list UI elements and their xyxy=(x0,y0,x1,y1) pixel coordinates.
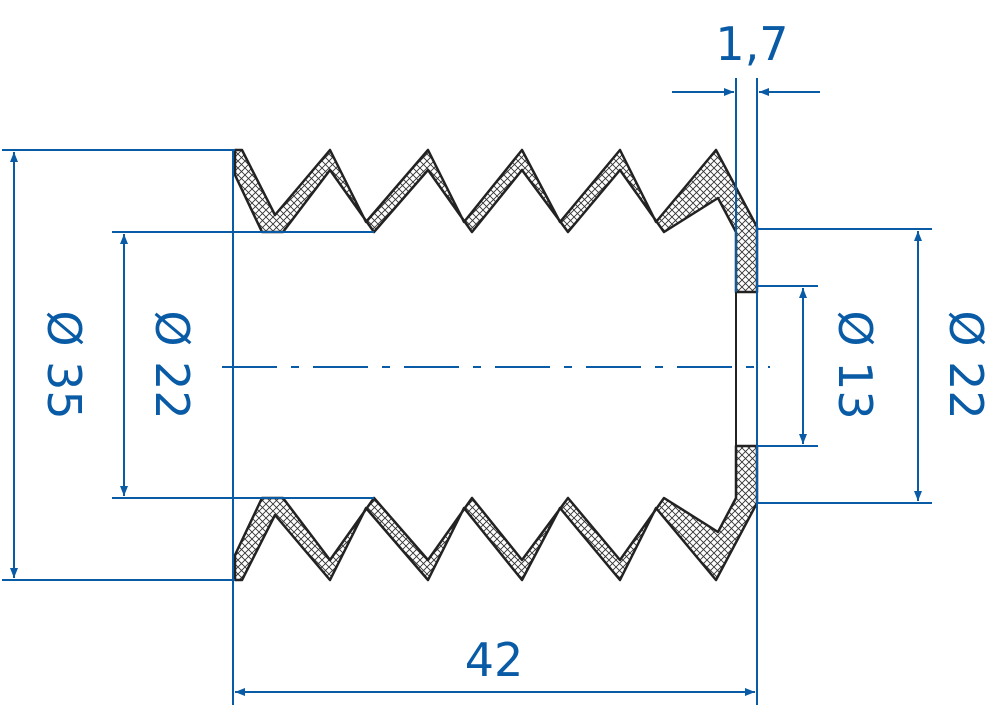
wall-thickness-label: 1,7 xyxy=(715,17,788,71)
end-hole-edges xyxy=(735,286,758,452)
dimension-wall-thickness xyxy=(672,78,820,292)
end-hole-diameter-label: Ø 13 xyxy=(828,310,882,419)
inner-diameter-label: Ø 22 xyxy=(145,310,199,419)
bellows-wall-top xyxy=(233,148,759,294)
dimension-end-diameter xyxy=(757,228,932,504)
end-diameter-label: Ø 22 xyxy=(939,310,993,419)
dimension-length xyxy=(232,78,758,705)
bellows-section-top xyxy=(233,148,759,294)
dimension-inner-diameter xyxy=(112,231,374,499)
length-label: 42 xyxy=(465,633,524,687)
outer-diameter-label: Ø 35 xyxy=(37,310,91,419)
bellows-wall-bottom xyxy=(233,444,759,582)
dimension-end-hole xyxy=(757,285,818,447)
bellows-section-bottom xyxy=(233,444,759,582)
dimension-outer-diameter xyxy=(2,149,235,581)
